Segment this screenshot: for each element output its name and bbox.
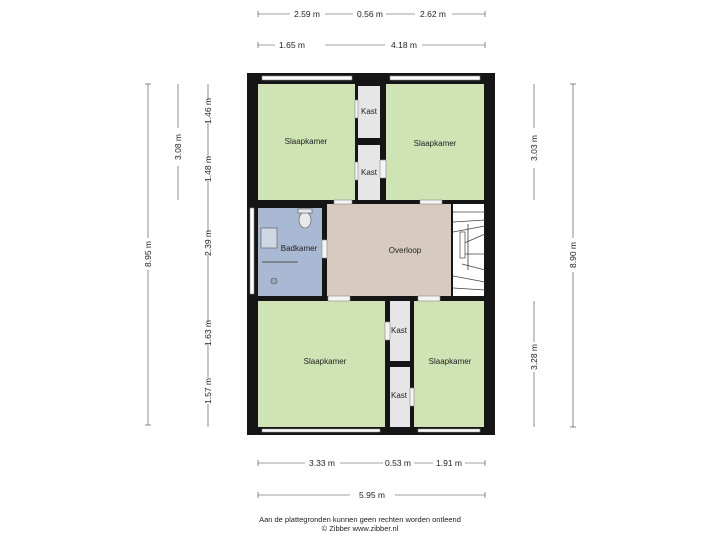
label-landing: Overloop [389,246,422,255]
stair-step [461,233,486,245]
dim-left-outer: 8.95 m [143,241,153,267]
bedroom-bottom-right [414,301,485,427]
door-bedroom-top-right [419,199,443,205]
label-closet-bottom-2: Kast [391,391,408,400]
dim-top-1c: 2.62 m [420,9,446,19]
label-bedroom-bottom-left: Slaapkamer [304,357,347,366]
dimension-lines [145,11,576,498]
staircase [453,204,485,296]
door-closet-bottom-1 [384,321,391,341]
wall-top-closet-block [355,73,386,86]
dim-left-mid: 3.08 m [173,134,183,160]
disclaimer-text: Aan de plattegronden kunnen geen rechten… [259,515,461,524]
closet-top-1 [358,86,380,138]
copyright-text: © Zibber www.zibber.nl [321,524,399,533]
dim-bottom-2: 5.95 m [359,490,385,500]
shower-drain-icon [270,277,278,285]
stair-step [452,219,486,223]
label-closet-top-2: Kast [361,168,378,177]
landing [327,204,451,296]
door-bedroom-bottom-right [417,295,441,302]
label-closet-top-1: Kast [361,107,378,116]
closet-bottom-2 [390,367,410,427]
sink-icon [260,227,278,249]
dimension-labels: 2.59 m 0.56 m 2.62 m 1.65 m 4.18 m 8.95 … [143,9,578,500]
dim-left-inner-3: 2.39 m [203,230,213,256]
wall-right [484,73,495,435]
door-closet-bottom-2 [409,387,415,407]
dim-left-inner-1: 1.46 m [203,98,213,124]
door-bedroom-bottom-left [327,295,351,302]
door-closet-top-2 [354,161,359,181]
door-bathroom [321,239,328,259]
window-top-left [261,75,353,81]
label-bedroom-bottom-right: Slaapkamer [429,357,472,366]
windows-layer [249,75,481,433]
dim-top-1a: 2.59 m [294,9,320,19]
window-top-right [389,75,481,81]
wall-stair-left [451,204,453,296]
dim-top-1b: 0.56 m [357,9,383,19]
stair-step [461,263,486,271]
dim-bottom-1b: 0.53 m [385,458,411,468]
dim-right-outer: 8.90 m [568,242,578,268]
label-closet-bottom-1: Kast [391,326,408,335]
stair-handrail [459,231,466,259]
stair-step [452,287,486,291]
wall-bath-top [258,204,327,208]
dim-right-inner-top: 3.03 m [529,135,539,161]
toilet-icon [298,211,312,229]
wall-bottom-block [385,427,414,435]
label-bathroom: Badkamer [281,244,318,253]
wall-closet-divider-bottom [385,361,414,367]
doors-layer [321,99,443,407]
closet-bottom-1 [390,301,410,361]
toilet-tank [297,208,313,214]
wall-horizontal-top [258,200,485,204]
door-bedroom-top-right-side [379,159,387,179]
room-labels: Slaapkamer Kast Kast Slaapkamer Badkamer… [281,107,472,400]
dim-left-inner-4: 1.63 m [203,320,213,346]
window-bottom-right [417,428,481,433]
dim-left-inner-2: 1.48 m [203,156,213,182]
wall-horizontal-bottom [258,296,485,301]
label-bedroom-top-left: Slaapkamer [285,137,328,146]
dim-left-inner-5: 1.57 m [203,378,213,404]
stair-step [452,225,486,233]
dim-right-inner-bottom: 3.28 m [529,344,539,370]
door-bedroom-top-left [333,199,353,205]
label-bedroom-top-right: Slaapkamer [414,139,457,148]
staircase-steps [452,211,486,291]
dim-top-2b: 4.18 m [391,40,417,50]
wall-closet-divider-top [355,138,386,145]
dim-bottom-1a: 3.33 m [309,458,335,468]
door-closet-top-1 [354,99,359,119]
closet-top-2 [358,145,380,200]
rooms-layer [258,84,485,427]
dim-bottom-1c: 1.91 m [436,458,462,468]
bathroom [258,208,322,296]
window-left-bath [249,207,255,295]
window-bottom-left [261,428,381,433]
stair-step [452,275,486,283]
dim-top-2a: 1.65 m [279,40,305,50]
bedroom-top-right [386,84,484,201]
bedroom-bottom-left [258,301,385,427]
bedroom-top-left [258,84,355,201]
bathroom-fixtures [260,208,313,285]
